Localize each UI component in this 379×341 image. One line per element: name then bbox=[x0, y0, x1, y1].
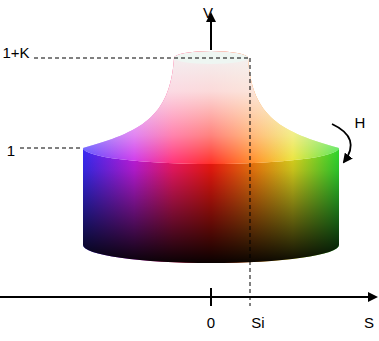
bulge-top bbox=[83, 51, 339, 164]
axis-tick bbox=[210, 288, 212, 306]
cylinder-body bbox=[83, 148, 339, 263]
bulge-light bbox=[83, 51, 339, 164]
hue-rotation-arrow bbox=[332, 124, 351, 162]
cylinder-shade bbox=[83, 148, 339, 263]
s-axis bbox=[0, 296, 376, 298]
level-guide bbox=[34, 58, 250, 59]
si-guide bbox=[250, 58, 251, 306]
axis-label: H bbox=[355, 115, 366, 130]
axis-label: S bbox=[364, 315, 374, 330]
level-guide bbox=[20, 148, 82, 149]
axis-label: 1 bbox=[7, 143, 15, 158]
axis-label: 1+K bbox=[2, 45, 29, 60]
axis-label: V bbox=[203, 5, 213, 20]
axis-label: 0 bbox=[207, 315, 215, 330]
axis-label: Si bbox=[251, 315, 264, 330]
